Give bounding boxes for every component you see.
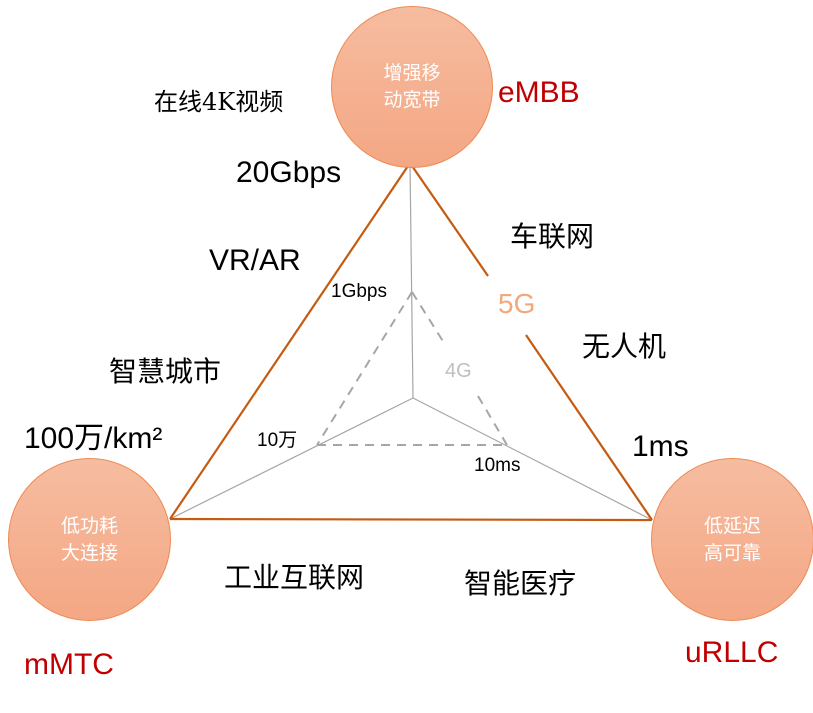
metric-4g-throughput: 1Gbps [331, 281, 387, 302]
app-drone: 无人机 [582, 330, 667, 363]
node-embb-line2: 动宽带 [383, 89, 441, 111]
node-mmtc-line1: 低功耗 [60, 514, 118, 537]
label-4g: 4G [445, 360, 472, 382]
axis-throughput [409, 162, 414, 399]
code-mmtc: mMTC [24, 648, 114, 681]
axis-latency [412, 397, 653, 521]
axis-density [169, 397, 414, 520]
node-urllc: 低延迟 高可靠 [651, 458, 813, 621]
node-embb-line1: 增强移 [383, 62, 441, 84]
metric-5g-latency: 1ms [632, 430, 689, 463]
metric-4g-density: 10万 [257, 430, 298, 451]
node-embb: 增强移 动宽带 [331, 6, 493, 168]
code-embb: eMBB [498, 76, 580, 109]
triangle-5g [169, 162, 653, 522]
triangle-4g [316, 291, 508, 446]
node-mmtc-line2: 大连接 [60, 541, 118, 564]
app-smart-medical: 智能医疗 [464, 567, 577, 600]
metric-5g-density: 100万/km² [24, 422, 163, 455]
metric-5g-throughput: 20Gbps [236, 156, 342, 189]
label-5g: 5G [498, 288, 536, 319]
app-iov: 车联网 [510, 220, 595, 253]
metric-4g-latency: 10ms [474, 455, 521, 476]
code-urllc: uRLLC [685, 636, 779, 669]
node-urllc-line2: 高可靠 [703, 541, 761, 564]
app-industrial-internet: 工业互联网 [224, 561, 365, 594]
node-urllc-line1: 低延迟 [703, 514, 761, 537]
app-smart-city: 智慧城市 [109, 355, 222, 388]
app-vr-ar: VR/AR [209, 244, 301, 277]
node-mmtc: 低功耗 大连接 [8, 458, 171, 621]
app-video-4k: 在线4K视频 [154, 88, 284, 116]
